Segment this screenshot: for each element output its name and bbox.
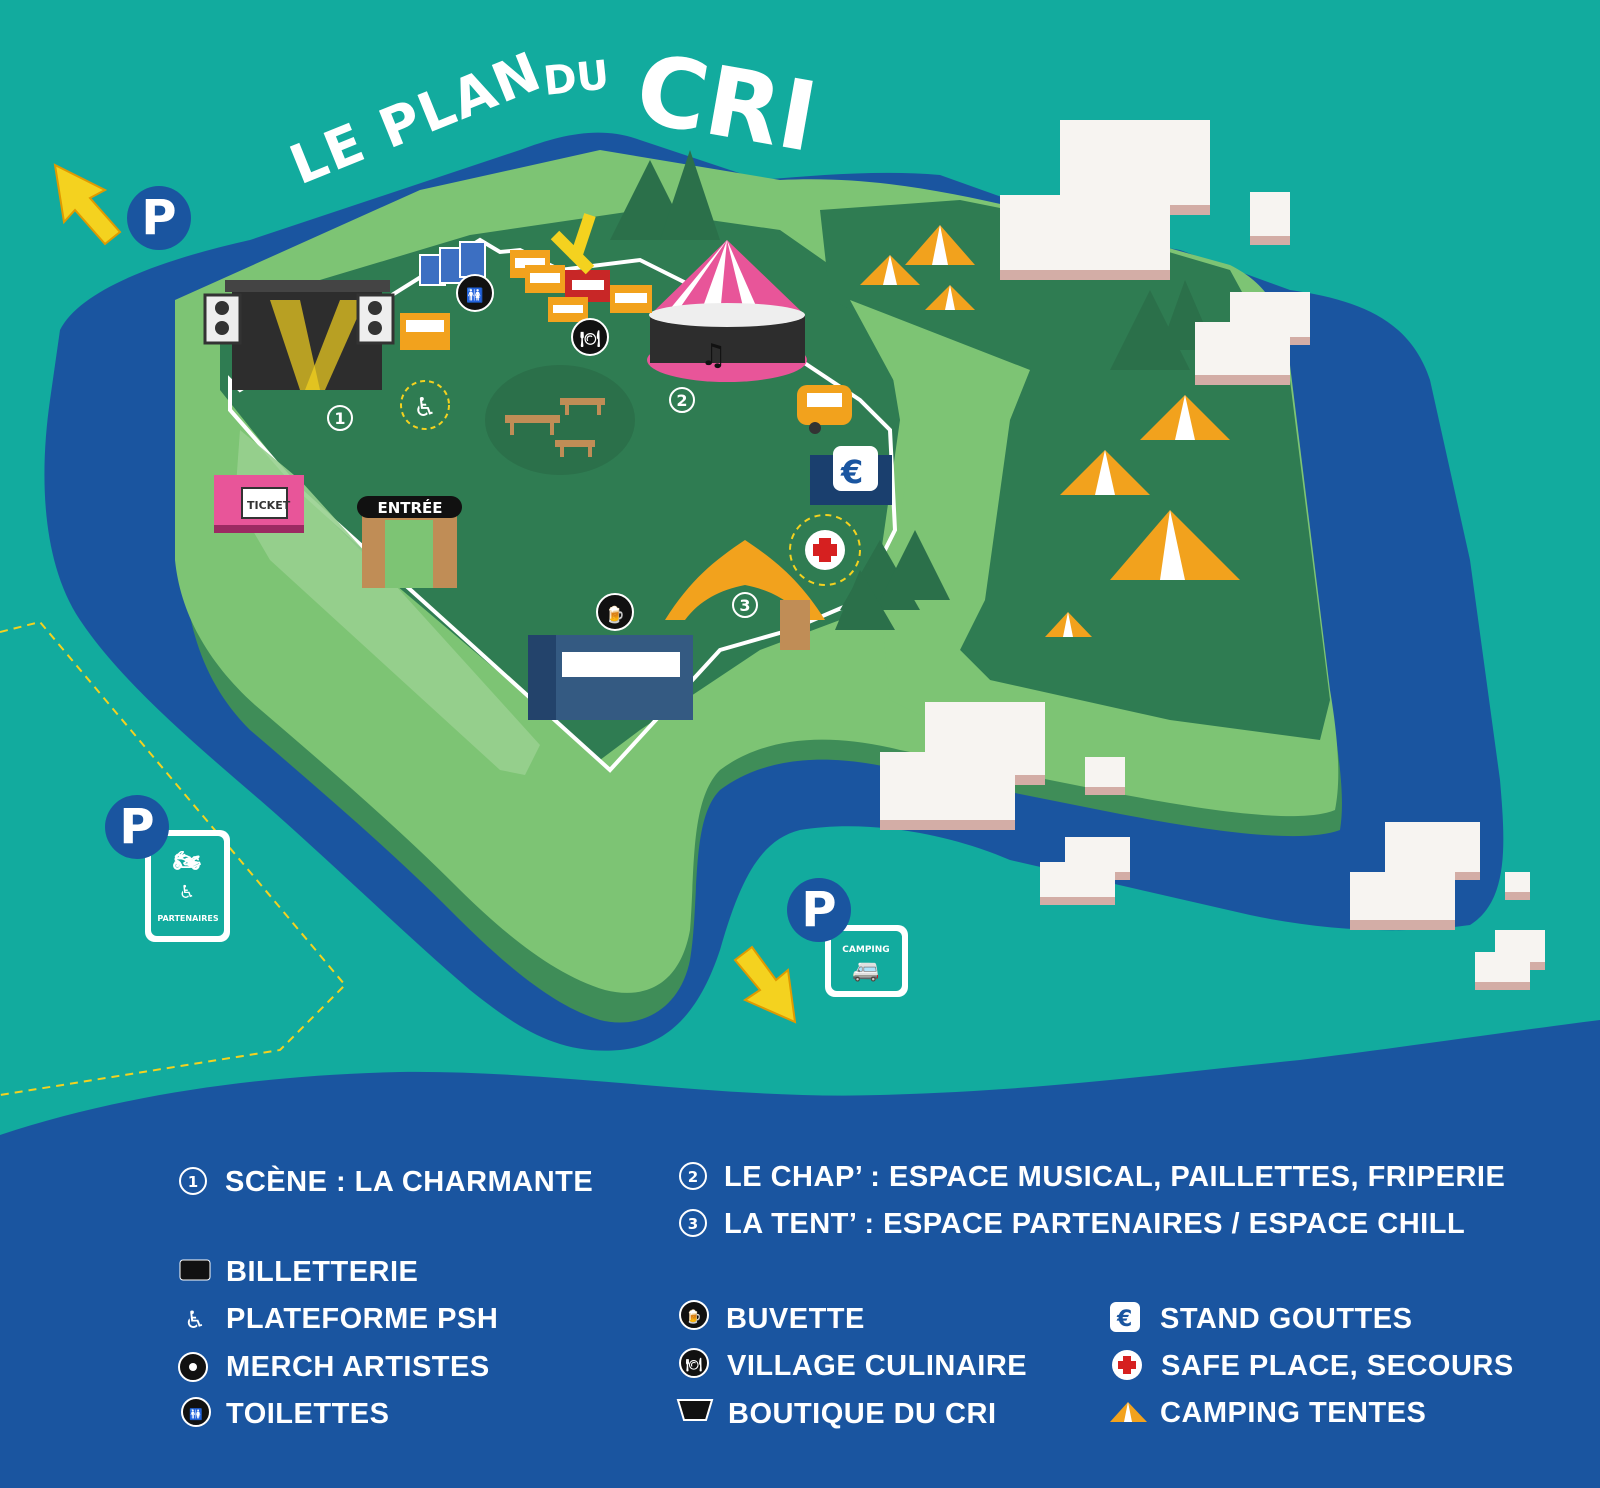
parking-top[interactable]: P [127, 186, 191, 250]
svg-text:SCÈNE : LA CHARMANTE: SCÈNE : LA CHARMANTE [225, 1164, 593, 1198]
tent-icon [1110, 510, 1240, 580]
svg-text:♿: ♿ [413, 393, 436, 423]
svg-text:SAFE PLACE, SECOURS: SAFE PLACE, SECOURS [1161, 1350, 1514, 1382]
svg-text:♫: ♫ [700, 338, 727, 373]
safe-place [789, 514, 861, 586]
parking-partners[interactable]: 🏍 ♿ PARTENAIRES P [105, 795, 230, 942]
clouds [880, 120, 1545, 990]
merch-stand [400, 313, 450, 350]
stage-number-2: 2 [669, 387, 695, 413]
chapiteau: ♫ [647, 240, 807, 382]
svg-text:3: 3 [688, 1215, 698, 1233]
access-road [235, 430, 540, 775]
map-icon-food: 🍽 [571, 318, 609, 356]
svg-text:🍽: 🍽 [686, 1357, 703, 1373]
svg-text:🍺: 🍺 [686, 1308, 702, 1325]
map-icon-beer: 🍺 [596, 593, 634, 631]
legend-psh: ♿ PLATEFORME PSH [184, 1303, 498, 1335]
svg-text:€: € [840, 453, 863, 491]
ticket-booth: TICKET [214, 475, 304, 533]
tent-icon [905, 225, 975, 265]
legend-billetterie: BILLETTERIE [179, 1256, 418, 1288]
svg-text:P: P [801, 882, 836, 938]
walking-path [0, 620, 347, 1096]
partners-parking-label: PARTENAIRES [157, 914, 219, 923]
legend-toilettes: 🚻 TOILETTES [181, 1397, 389, 1430]
goutte-stand: € [810, 446, 892, 505]
legend-safe-place: SAFE PLACE, SECOURS [1112, 1350, 1514, 1382]
legend-merch: MERCH ARTISTES [178, 1351, 490, 1383]
svg-text:2: 2 [688, 1168, 698, 1186]
svg-text:CAMPING TENTES: CAMPING TENTES [1160, 1397, 1426, 1429]
svg-text:LA TENT’ : ESPACE PARTENAIRES: LA TENT’ : ESPACE PARTENAIRES / ESPACE C… [724, 1208, 1465, 1240]
arrow-down-right [733, 945, 797, 1024]
svg-text:♿: ♿ [184, 1306, 206, 1334]
camping-parking-label: CAMPING [842, 945, 889, 955]
svg-text:1: 1 [334, 409, 345, 428]
svg-text:🚻: 🚻 [189, 1408, 203, 1421]
map-icon-toilets: 🚻 [456, 274, 494, 312]
svg-text:TOILETTES: TOILETTES [226, 1398, 389, 1430]
legend-item-3: 3 LA TENT’ : ESPACE PARTENAIRES / ESPACE… [679, 1208, 1465, 1240]
svg-text:STAND GOUTTES: STAND GOUTTES [1160, 1303, 1412, 1335]
svg-text:🍺: 🍺 [605, 605, 625, 624]
svg-text:🚻: 🚻 [466, 287, 483, 304]
tent-icon [1060, 450, 1150, 495]
legend-camping: CAMPING TENTES [1110, 1397, 1426, 1429]
tent-icon [1045, 612, 1092, 637]
legend-boutique: BOUTIQUE DU CRI [676, 1398, 997, 1430]
legend-item-2: 2 LE CHAP’ : ESPACE MUSICAL, PAILLETTES,… [679, 1161, 1505, 1193]
psh-platform: ♿ [400, 380, 450, 430]
svg-text:VILLAGE CULINAIRE: VILLAGE CULINAIRE [727, 1350, 1027, 1382]
camping-path [850, 300, 1030, 730]
tent-icon [1140, 395, 1230, 440]
svg-text:🏍: 🏍 [173, 849, 201, 874]
svg-text:P: P [119, 799, 154, 855]
legend-village: 🍽 VILLAGE CULINAIRE [679, 1348, 1027, 1382]
svg-text:PLATEFORME PSH: PLATEFORME PSH [226, 1303, 498, 1335]
fence-line [228, 237, 898, 773]
entrance-label: ENTRÉE [377, 498, 442, 517]
svg-text:BOUTIQUE DU CRI: BOUTIQUE DU CRI [728, 1398, 997, 1430]
svg-text:MERCH ARTISTES: MERCH ARTISTES [226, 1351, 490, 1383]
svg-text:🚐: 🚐 [852, 958, 879, 983]
svg-text:€: € [1116, 1307, 1132, 1332]
svg-text:♿: ♿ [179, 882, 195, 903]
ticket-sign: TICKET [247, 499, 291, 512]
tent-icon [925, 285, 975, 310]
svg-text:1: 1 [188, 1173, 198, 1191]
title-middle: DU [541, 52, 611, 105]
camping-tents [860, 225, 1240, 637]
entrance-gate: ENTRÉE [357, 496, 462, 588]
legend-buvette: 🍺 BUVETTE [679, 1300, 865, 1335]
legend-item-1: 1 SCÈNE : LA CHARMANTE [179, 1164, 593, 1198]
toilet-cabins [419, 241, 486, 286]
svg-text:BUVETTE: BUVETTE [726, 1303, 865, 1335]
svg-text:LE CHAP’ : ESPACE MUSICAL, PAI: LE CHAP’ : ESPACE MUSICAL, PAILLETTES, F… [724, 1161, 1505, 1193]
buvette-building [528, 635, 693, 720]
legend-goutte: € STAND GOUTTES [1110, 1302, 1412, 1335]
stage-number-3: 3 [732, 592, 758, 618]
parking-camping[interactable]: CAMPING 🚐 P [787, 878, 908, 997]
svg-text:2: 2 [676, 391, 687, 410]
stage-number-1: 1 [327, 405, 353, 431]
main-stage [203, 280, 395, 390]
svg-text:🍽: 🍽 [580, 329, 600, 348]
picnic-tables [505, 398, 605, 457]
shop-trailer [797, 385, 852, 434]
svg-text:P: P [141, 190, 176, 246]
svg-text:3: 3 [739, 596, 750, 615]
food-village [510, 213, 652, 322]
arrow-up-left [53, 163, 122, 246]
partner-tent [665, 540, 825, 650]
tent-icon [860, 255, 920, 285]
legend-panel [0, 1020, 1600, 1488]
svg-text:BILLETTERIE: BILLETTERIE [226, 1256, 418, 1288]
